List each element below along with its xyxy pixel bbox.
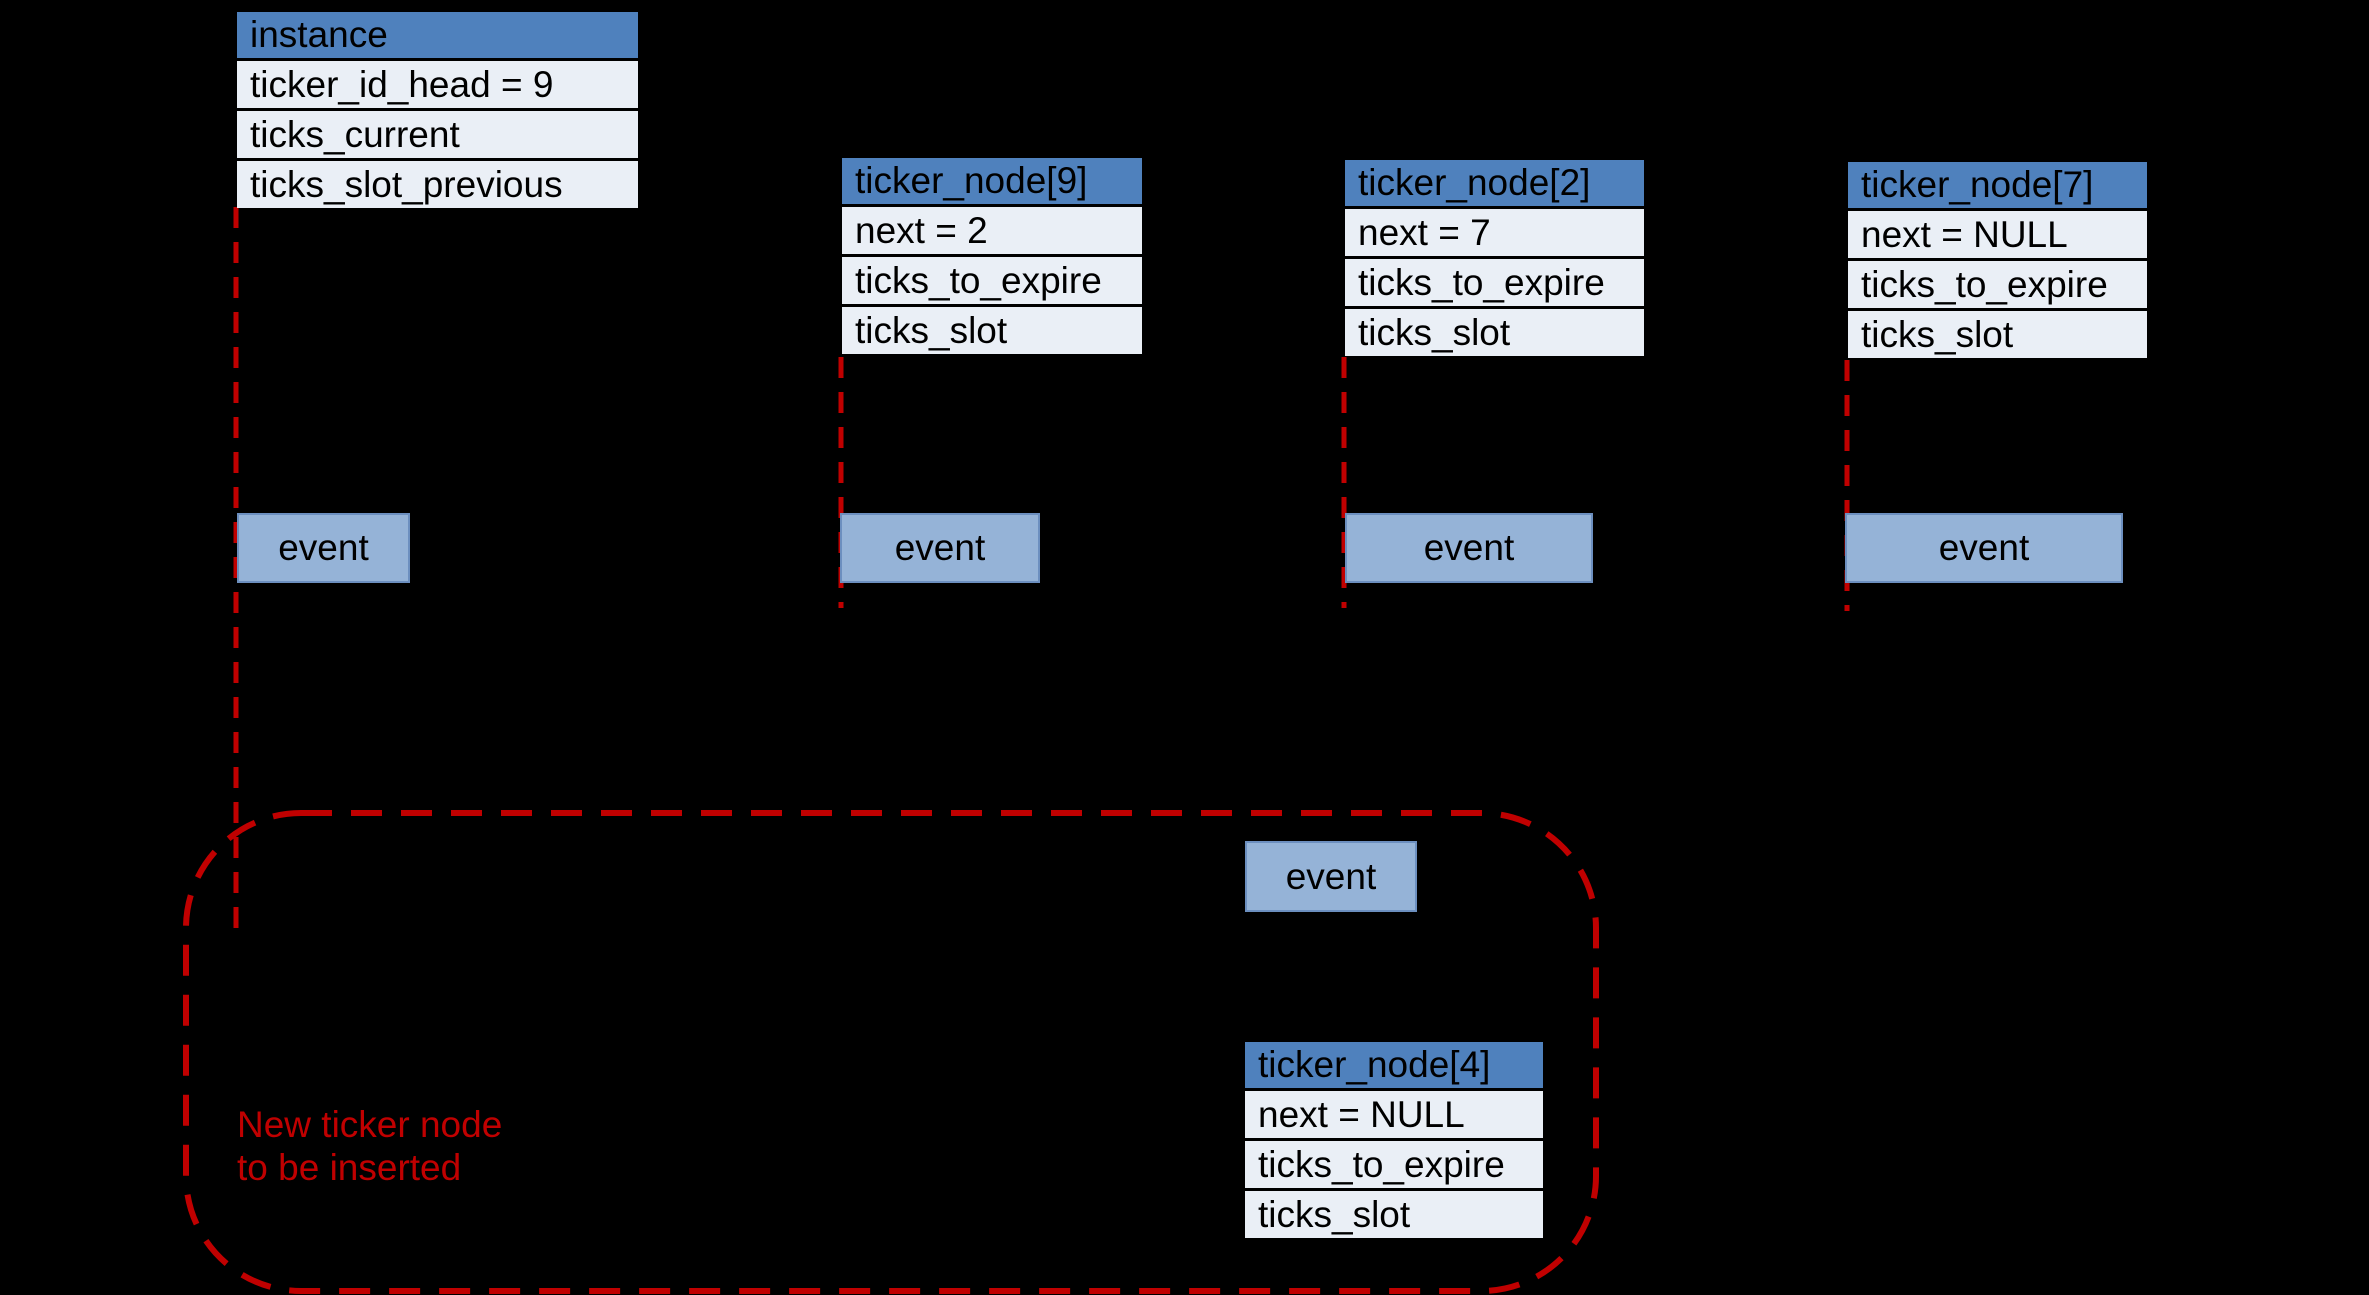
table-row: ticks_slot xyxy=(1848,311,2147,358)
ticker-node-9-table: ticker_node[9] next = 2 ticks_to_expire … xyxy=(842,158,1142,354)
table-header: ticker_node[2] xyxy=(1345,160,1644,206)
table-row: ticks_slot xyxy=(842,307,1142,354)
table-row: ticks_to_expire xyxy=(1245,1141,1543,1188)
table-header: ticker_node[7] xyxy=(1848,162,2147,208)
table-header: ticker_node[4] xyxy=(1245,1042,1543,1088)
event-box-node7: event xyxy=(1845,513,2123,583)
table-row: next = 7 xyxy=(1345,209,1644,256)
table-row: ticks_current xyxy=(237,111,638,158)
instance-table: instance ticker_id_head = 9 ticks_curren… xyxy=(237,12,638,208)
table-row: ticks_to_expire xyxy=(1345,259,1644,306)
insertion-region-outline xyxy=(183,810,1599,1294)
table-row: ticks_slot xyxy=(1245,1191,1543,1238)
event-box-node2: event xyxy=(1345,513,1593,583)
table-header: ticker_node[9] xyxy=(842,158,1142,204)
table-row: next = 2 xyxy=(842,207,1142,254)
table-row: ticks_slot_previous xyxy=(237,161,638,208)
event-label: event xyxy=(1423,527,1515,568)
event-label: event xyxy=(894,527,986,568)
table-row: ticks_slot xyxy=(1345,309,1644,356)
table-row: next = NULL xyxy=(1245,1091,1543,1138)
event-box-new-node: event xyxy=(1245,841,1417,912)
event-label: event xyxy=(1938,527,2030,568)
table-row: ticker_id_head = 9 xyxy=(237,61,638,108)
annotation-line-1: New ticker node xyxy=(237,1104,503,1145)
event-label: event xyxy=(278,527,369,568)
table-header: instance xyxy=(237,12,638,58)
event-label: event xyxy=(1285,855,1377,897)
table-row: ticks_to_expire xyxy=(1848,261,2147,308)
event-box-node9: event xyxy=(840,513,1040,583)
event-box-instance: event xyxy=(237,513,410,583)
ticker-node-7-table: ticker_node[7] next = NULL ticks_to_expi… xyxy=(1848,162,2147,358)
ticker-node-4-table: ticker_node[4] next = NULL ticks_to_expi… xyxy=(1245,1042,1543,1238)
annotation-new-ticker-node: New ticker node to be inserted xyxy=(237,1103,502,1189)
ticker-node-2-table: ticker_node[2] next = 7 ticks_to_expire … xyxy=(1345,160,1644,356)
annotation-line-2: to be inserted xyxy=(237,1147,462,1188)
table-row: ticks_to_expire xyxy=(842,257,1142,304)
table-row: next = NULL xyxy=(1848,211,2147,258)
